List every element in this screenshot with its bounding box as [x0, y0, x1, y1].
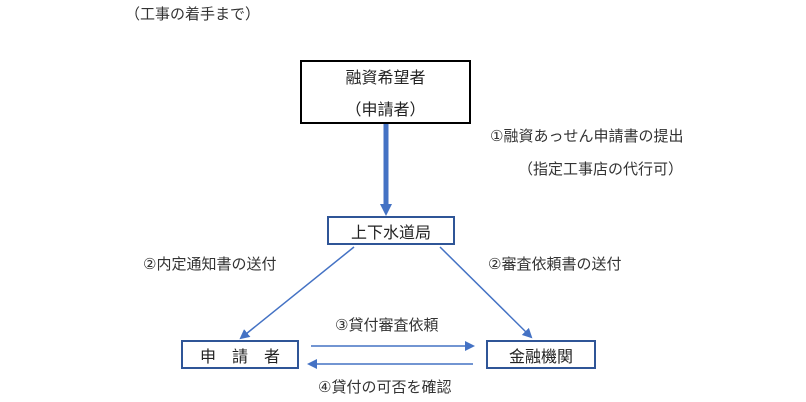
label-step1-line1: ①融資あっせん申請書の提出 [490, 127, 684, 145]
label-step2: ②内定通知書の送付 [143, 255, 277, 273]
node-applicant-top: 融資希望者 （申請者） [300, 60, 471, 124]
label-step1-line2: （指定工事店の代行可） [518, 160, 684, 178]
label-step3: ③貸付審査依頼 [335, 316, 439, 334]
label-step2b: ②審査依頼書の送付 [488, 255, 622, 273]
node-bank: 金融機関 [486, 340, 596, 369]
arrow-step2-bank [439, 246, 533, 339]
node-applicant-top-line1: 融資希望者 [345, 68, 426, 87]
node-applicant-top-line2: （申請者） [345, 100, 426, 119]
node-bureau: 上下水道局 [327, 216, 455, 245]
arrow-step2-applicant [239, 246, 355, 340]
header-note: （工事の着手まで） [125, 5, 261, 23]
node-applicant: 申 請 者 [181, 340, 299, 369]
label-step4: ④貸付の可否を確認 [318, 378, 452, 396]
